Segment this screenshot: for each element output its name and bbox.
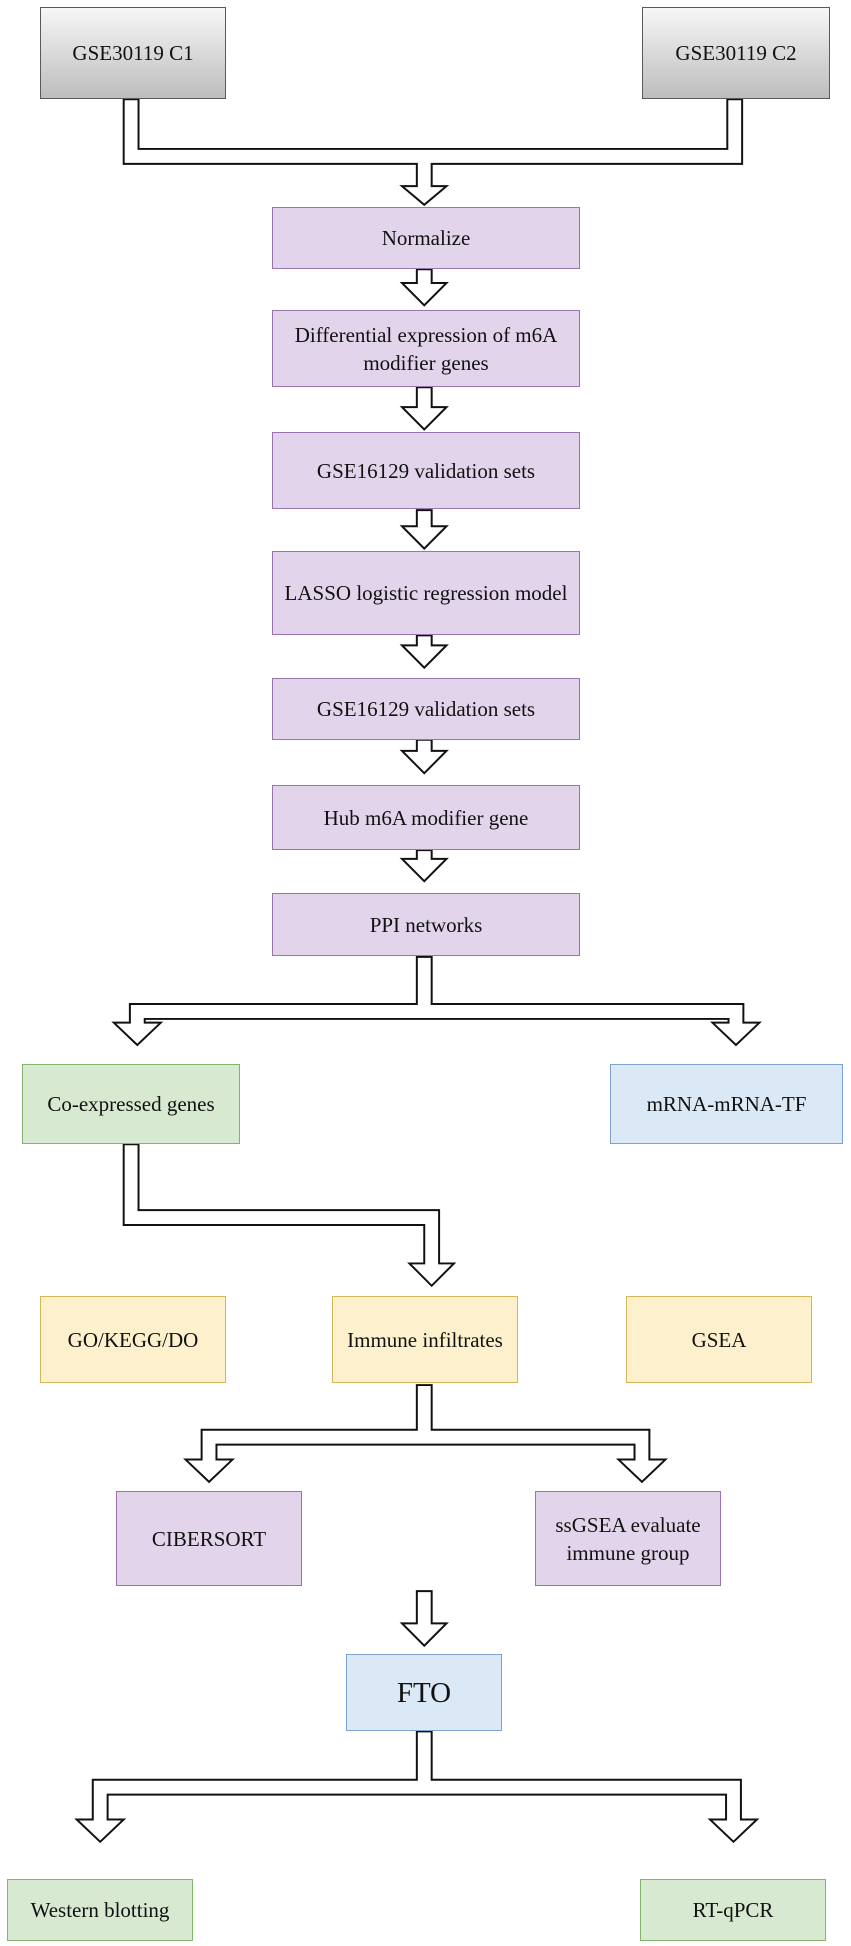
elbow-arrow-coexpressed bbox=[122, 1143, 457, 1288]
arrow-normalize-to-diff bbox=[399, 268, 449, 307]
gse16129-validation-box-1: GSE16129 validation sets bbox=[272, 432, 580, 509]
ssgsea-box: ssGSEA evaluate immune group bbox=[535, 1491, 721, 1586]
gse16129-validation-box-2: GSE16129 validation sets bbox=[272, 678, 580, 740]
coexpressed-genes-box: Co-expressed genes bbox=[22, 1064, 240, 1144]
normalize-box: Normalize bbox=[272, 207, 580, 269]
split-arrow-immune bbox=[183, 1384, 668, 1484]
differential-expression-box: Differential expression of m6A modifier … bbox=[272, 310, 580, 387]
mrna-tf-box: mRNA-mRNA-TF bbox=[610, 1064, 843, 1144]
arrow-gse16129-to-lasso bbox=[399, 509, 449, 550]
split-arrow-ppi bbox=[111, 955, 762, 1047]
merge-arrow-input bbox=[122, 98, 744, 207]
go-kegg-do-box: GO/KEGG/DO bbox=[40, 1296, 226, 1383]
gse30119-c1-box: GSE30119 C1 bbox=[40, 7, 226, 99]
western-blotting-box: Western blotting bbox=[7, 1879, 193, 1941]
arrow-lasso-to-gse16129 bbox=[399, 634, 449, 670]
fto-box: FTO bbox=[346, 1654, 502, 1731]
cibersort-box: CIBERSORT bbox=[116, 1491, 302, 1586]
lasso-model-box: LASSO logistic regression model bbox=[272, 551, 580, 635]
gsea-box: GSEA bbox=[626, 1296, 812, 1383]
gse30119-c2-box: GSE30119 C2 bbox=[642, 7, 830, 99]
rt-qpcr-box: RT-qPCR bbox=[640, 1879, 826, 1941]
arrow-gse16129-to-hub bbox=[399, 738, 449, 775]
hub-gene-box: Hub m6A modifier gene bbox=[272, 785, 580, 850]
immune-infiltrates-box: Immune infiltrates bbox=[332, 1296, 518, 1383]
ppi-networks-box: PPI networks bbox=[272, 893, 580, 956]
split-arrow-fto bbox=[74, 1730, 760, 1844]
arrow-into-fto bbox=[399, 1590, 449, 1648]
arrow-diff-to-gse16129 bbox=[399, 386, 449, 431]
arrow-hub-to-ppi bbox=[399, 849, 449, 883]
